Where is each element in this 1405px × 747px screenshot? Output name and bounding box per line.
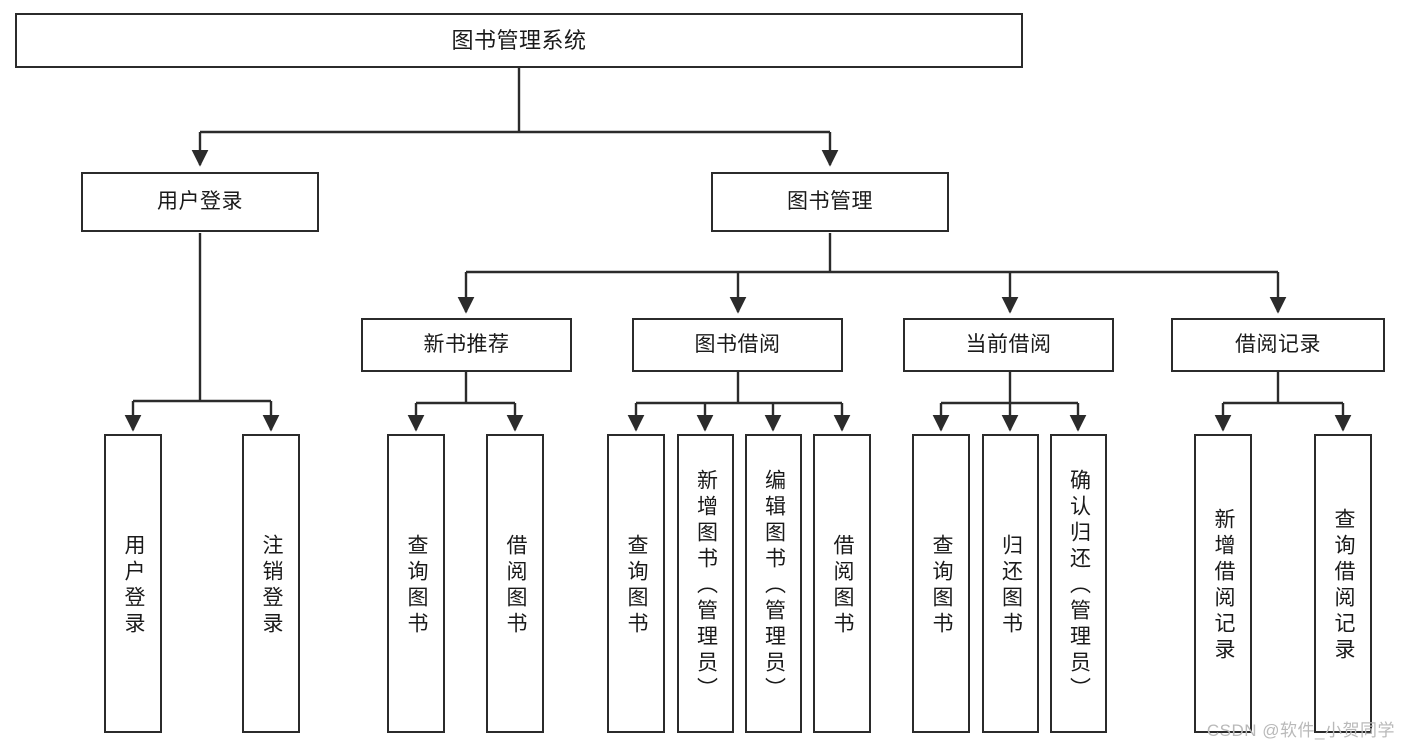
leaf-user-login-logout[interactable]: 注销登录: [242, 434, 300, 733]
leaf-current-borrow-query-book[interactable]: 查询图书: [912, 434, 970, 733]
node-label: 图书管理系统: [451, 27, 587, 53]
leaf-borrow-records-query-record[interactable]: 查询借阅记录: [1314, 434, 1372, 733]
node-label: 编辑图书（管理员）: [762, 468, 786, 703]
node-label: 新增借阅记录: [1212, 507, 1236, 664]
csdn-watermark: CSDN @软件_小贺同学: [1206, 721, 1395, 740]
leaf-current-borrow-return-book[interactable]: 归还图书: [982, 434, 1039, 733]
node-label: 新增图书（管理员）: [694, 468, 718, 703]
node-current-borrow[interactable]: 当前借阅: [903, 318, 1114, 372]
node-user-login[interactable]: 用户登录: [81, 172, 319, 232]
node-book-management[interactable]: 图书管理: [711, 172, 949, 232]
node-label: 借阅图书: [831, 533, 855, 638]
node-label: 查询借阅记录: [1332, 507, 1356, 664]
node-borrow-records[interactable]: 借阅记录: [1171, 318, 1385, 372]
node-label: 用户登录: [157, 189, 243, 213]
node-label: 查询图书: [405, 533, 429, 638]
node-root-book-management-system[interactable]: 图书管理系统: [15, 13, 1023, 68]
leaf-book-borrow-borrow-book[interactable]: 借阅图书: [813, 434, 871, 733]
leaf-borrow-records-add-record[interactable]: 新增借阅记录: [1194, 434, 1252, 733]
node-label: 注销登录: [260, 533, 284, 638]
leaf-new-book-query-book[interactable]: 查询图书: [387, 434, 445, 733]
leaf-new-book-borrow-book[interactable]: 借阅图书: [486, 434, 544, 733]
leaf-user-login-login[interactable]: 用户登录: [104, 434, 162, 733]
node-label: 图书借阅: [694, 332, 781, 356]
node-book-borrow[interactable]: 图书借阅: [632, 318, 843, 372]
node-label: 查询图书: [625, 533, 649, 638]
node-label: 当前借阅: [965, 332, 1052, 356]
node-new-book-recommend[interactable]: 新书推荐: [361, 318, 572, 372]
node-label: 借阅图书: [504, 533, 528, 638]
leaf-book-borrow-edit-book-admin[interactable]: 编辑图书（管理员）: [745, 434, 802, 733]
leaf-book-borrow-query-book[interactable]: 查询图书: [607, 434, 665, 733]
node-label: 查询图书: [930, 533, 954, 638]
leaf-current-borrow-confirm-return-admin[interactable]: 确认归还（管理员）: [1050, 434, 1107, 733]
node-label: 确认归还（管理员）: [1067, 468, 1091, 703]
node-label: 归还图书: [999, 533, 1023, 638]
leaf-book-borrow-add-book-admin[interactable]: 新增图书（管理员）: [677, 434, 734, 733]
node-label: 借阅记录: [1235, 332, 1321, 356]
node-label: 用户登录: [122, 533, 146, 638]
node-label: 新书推荐: [423, 332, 510, 356]
node-label: 图书管理: [787, 189, 873, 213]
